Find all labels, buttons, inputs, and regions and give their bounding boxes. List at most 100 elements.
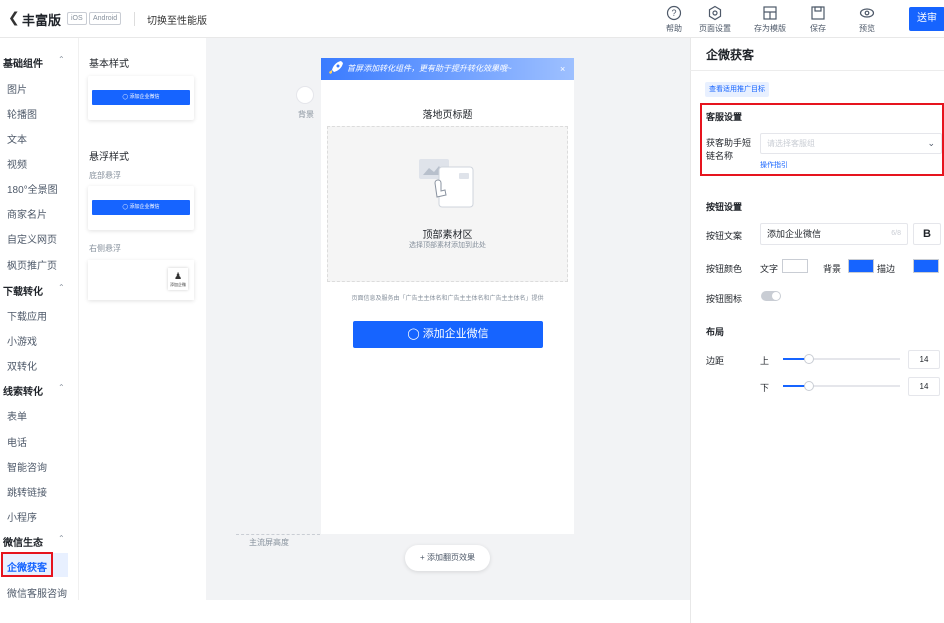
close-icon[interactable]: × [560,64,566,74]
slider-handle[interactable] [804,381,814,391]
submit-review-button[interactable]: 送审 [909,7,944,31]
nav-active-highlight [2,553,68,577]
help-icon: ? [666,5,682,21]
help-button[interactable]: ? 帮助 [652,5,696,34]
bottom-float-card[interactable]: ◯ 添加企业微信 [88,186,194,230]
button-icon-label: 按钮图标 [706,294,743,304]
background-label: 背景 [298,110,314,119]
panel-title: 企微获客 [706,48,755,62]
nav-item-jump-link[interactable]: 跳转链接 [7,488,47,499]
template-icon [763,6,777,20]
margin-top-input[interactable]: 14 [908,350,940,369]
add-wecom-button[interactable]: ◯ 添加企业微信 [353,321,543,348]
chevron-up-icon: ⌃ [58,55,65,64]
margin-bottom-input[interactable]: 14 [908,377,940,396]
os-tag-android[interactable]: Android [89,12,122,25]
style-panel [78,38,205,600]
nav-item-download-app[interactable]: 下载应用 [7,312,47,323]
nav-item-text[interactable]: 文本 [7,135,27,146]
nav-item-mini-game[interactable]: 小游戏 [7,337,37,348]
view-targets-link[interactable]: 查看适用推广目标 [705,82,769,97]
nav-item-dual-convert[interactable]: 双转化 [7,362,37,373]
service-group-select[interactable]: 请选择客服组⌄ [760,133,942,154]
add-user-icon: ♟ [173,271,183,281]
text-color-label: 文字 [760,264,779,274]
material-title: 顶部素材区 [422,230,473,241]
right-float-label: 右侧悬浮 [89,244,121,253]
fold-label: 主流屏高度 [249,538,289,547]
char-count: 6/8 [891,230,901,237]
save-template-button[interactable]: 存为模版 [748,5,792,34]
toggle-knob [772,292,780,300]
basic-style-card[interactable]: ◯ 添加企业微信 [88,76,194,120]
text-color-swatch[interactable] [782,259,808,273]
top-bar: ❮ 丰富版 iOS Android 切换至性能版 ? 帮助 页面设置 存为模版 … [0,0,944,38]
rocket-icon [329,61,343,74]
property-panel [690,38,944,623]
os-tag-ios[interactable]: iOS [67,12,87,25]
guide-link[interactable]: 操作指引 [760,162,788,169]
nav-item-wechat-service[interactable]: 微信客服咨询 [7,589,67,600]
nav-item-smart-consult[interactable]: 智能咨询 [7,463,47,474]
mini-float-button: ♟添加企微 [168,268,188,290]
mini-wecom-button: ◯ 添加企业微信 [92,200,190,215]
divider [134,12,135,26]
chevron-up-icon: ⌃ [58,534,65,543]
switch-version-link[interactable]: 切换至性能版 [147,16,207,27]
page-settings-button[interactable]: 页面设置 [693,5,737,34]
nav-item-phone[interactable]: 电话 [7,438,27,449]
button-text-label: 按钮文案 [706,231,743,241]
chat-icon: ◯ [407,328,420,340]
service-section-title: 客服设置 [706,112,743,122]
component-sidebar [0,38,76,623]
nav-item-video[interactable]: 视频 [7,160,27,171]
tip-banner: 首屏添加转化组件，更有助于提升转化效果哦~ [321,58,574,80]
app-title: 丰富版 [22,13,62,28]
save-icon [811,6,825,20]
nav-item-image[interactable]: 图片 [7,85,27,96]
margin-bottom-slider[interactable] [783,381,900,391]
divider [690,70,944,71]
right-float-card[interactable]: ♟添加企微 [88,260,194,300]
nav-item-custom-web[interactable]: 自定义网页 [7,235,57,246]
margin-label: 边距 [706,356,725,366]
margin-top-slider[interactable] [783,354,900,364]
nav-item-wecom-acquire[interactable]: 企微获客 [7,563,47,574]
chevron-up-icon: ⌃ [58,383,65,392]
nav-group-basic[interactable]: 基础组件⌃ [3,55,65,70]
nav-item-business-card[interactable]: 商家名片 [7,210,47,221]
slider-fill [783,385,809,387]
float-style-title: 悬浮样式 [89,152,129,163]
chevron-down-icon: ⌄ [927,138,935,148]
landing-page-title[interactable]: 落地页标题 [422,110,473,121]
nav-item-carousel[interactable]: 轮播图 [7,110,37,121]
nav-item-mini-program[interactable]: 小程序 [7,513,37,524]
button-icon-toggle[interactable] [761,291,781,301]
bg-color-label: 背景 [823,264,842,274]
nav-group-wechat[interactable]: 微信生态⌃ [3,534,65,549]
chevron-left-icon[interactable]: ❮ [8,9,20,25]
slider-handle[interactable] [804,354,814,364]
material-placeholder-icon [419,159,474,208]
layout-section-title: 布局 [706,327,725,337]
svg-text:?: ? [671,8,676,18]
save-button[interactable]: 保存 [796,5,840,34]
button-color-label: 按钮颜色 [706,264,743,274]
short-link-label: 获客助手短链名称 [706,138,752,161]
provider-footnote: 页面信息及服务由「广告主主体名和广告主主体名和广告主主体名」提供 [351,296,544,302]
bold-toggle-button[interactable]: B [913,223,941,245]
nav-item-promo-page[interactable]: 枫页推广页 [7,261,57,272]
top-material-area[interactable] [327,126,568,282]
nav-group-leads[interactable]: 线索转化⌃ [3,383,65,398]
preview-button[interactable]: 预览 [845,5,889,34]
nav-item-panorama[interactable]: 180°全景图 [7,185,58,196]
nav-group-download[interactable]: 下载转化⌃ [3,283,65,298]
add-flip-effect-button[interactable]: + 添加翻页效果 [405,545,490,571]
border-color-swatch[interactable] [913,259,939,273]
eye-icon [859,8,875,18]
bg-color-swatch[interactable] [848,259,874,273]
material-subtitle: 选择顶部素材添加到此处 [409,242,486,249]
nav-item-form[interactable]: 表单 [7,412,27,423]
background-toggle[interactable] [296,86,314,104]
